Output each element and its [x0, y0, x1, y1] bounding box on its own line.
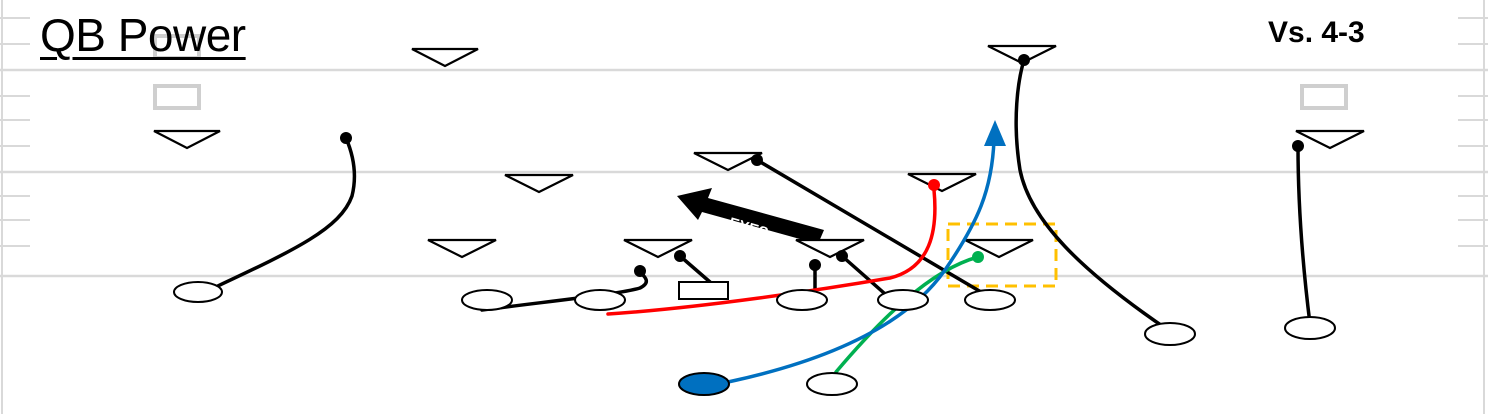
field-lines [0, 68, 1488, 278]
oval-icon [776, 289, 828, 311]
route-right-wr [1296, 144, 1312, 326]
oval-icon [461, 289, 513, 311]
oval-icon [1144, 322, 1196, 346]
route-left-wr [203, 136, 357, 294]
oval-icon [806, 372, 858, 396]
defender-chevron-v-icon [907, 172, 977, 193]
rounded-square-icon [153, 34, 201, 60]
oval-icon [574, 289, 626, 311]
yard-markers [153, 34, 1348, 110]
eyes-arrow: EYES [677, 188, 824, 244]
block-center [678, 254, 712, 284]
oval-icon [877, 289, 929, 311]
endpoint-dots [340, 54, 1304, 277]
route-blue-qb [726, 138, 996, 384]
oval-icon [964, 289, 1016, 311]
blue-arrowhead [984, 120, 1006, 146]
defender-chevron-v-icon [964, 238, 1034, 259]
route-green-kick [834, 255, 980, 374]
play-title: QB Power [40, 9, 246, 61]
routes [203, 58, 1312, 384]
defender-chevron-v-icon [504, 173, 574, 194]
defender-chevron-v-icon [693, 151, 763, 172]
highlight-box [946, 222, 1058, 288]
defender-chevron-v-icon [795, 238, 865, 259]
defenders [153, 44, 1365, 259]
defender-chevron-v-icon [411, 47, 479, 68]
defender-chevron-v-icon [623, 238, 693, 259]
defender-chevron-v-icon [1295, 129, 1365, 150]
offensive-players [173, 281, 1336, 396]
qb-oval-icon [678, 372, 730, 396]
route-red-pull [606, 188, 937, 316]
defender-chevron-v-icon [427, 238, 497, 259]
rounded-square-icon [153, 84, 201, 110]
opponent-formation: Vs. 4-3 [1268, 16, 1365, 49]
oval-icon [173, 281, 223, 303]
block-left-tackle [480, 270, 649, 312]
center-rectangle-icon [678, 281, 729, 300]
route-right-end [1014, 58, 1170, 332]
block-te-to-lb [755, 158, 1000, 304]
rounded-square-icon [1300, 84, 1348, 110]
oval-icon [1284, 316, 1336, 340]
defender-chevron-v-icon [153, 129, 221, 150]
